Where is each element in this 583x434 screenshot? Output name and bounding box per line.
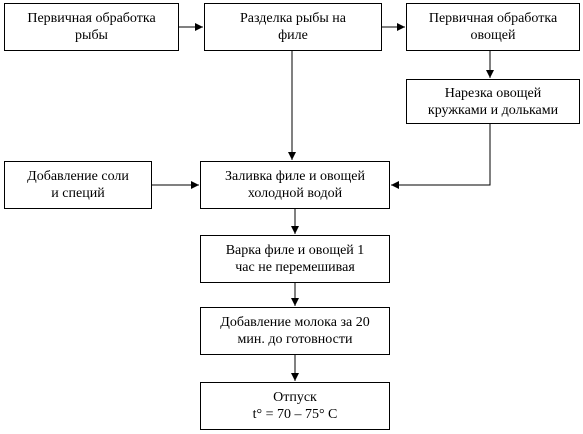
node-text-line: кружками и дольками [427,102,559,118]
node-text-line: филе [278,28,308,43]
node-fish-filleting: Разделка рыбы на филе [204,3,382,51]
node-text-line: Нарезка овощей [444,85,542,101]
node-text-line: Заливка филе и овощей [225,169,365,184]
node-primary-fish-processing: Первичная обработка рыбы [4,3,179,51]
node-add-salt-spices: Добавление соли и специй [4,161,152,209]
node-primary-veg-processing: Первичная обработка овощей [406,3,580,51]
node-text-line: Разделка рыбы на [239,11,347,26]
node-boiling: Варка филе и овощей 1 час не перемешивая [200,235,390,283]
arrow-cut-to-pour [391,124,491,189]
node-text-line: холодной водой [247,186,343,201]
node-text-line: рыбы [75,28,108,43]
node-text-line: Первичная обработка [428,11,558,26]
node-pour-water: Заливка филе и овощей холодной водой [200,161,390,209]
node-text-line: Добавление соли [27,169,129,184]
node-text-line: час не перемешивая [235,260,355,275]
node-text-line: Варка филе и овощей 1 [225,243,365,258]
node-text-line: Добавление молока за 20 [220,315,370,330]
node-text-line: Первичная обработка [27,11,156,26]
node-text-line: овощей [470,28,516,43]
node-veg-cutting: Нарезка овощей кружками и дольками [406,79,580,124]
node-text-line: мин. до готовности [237,332,353,347]
node-text-line: и специй [51,186,105,201]
node-serving: Отпуск t° = 70 – 75° С [200,382,390,430]
node-text-line: t° = 70 – 75° С [252,407,338,422]
node-text-line: Отпуск [273,390,317,405]
node-add-milk: Добавление молока за 20 мин. до готовнос… [200,307,390,355]
